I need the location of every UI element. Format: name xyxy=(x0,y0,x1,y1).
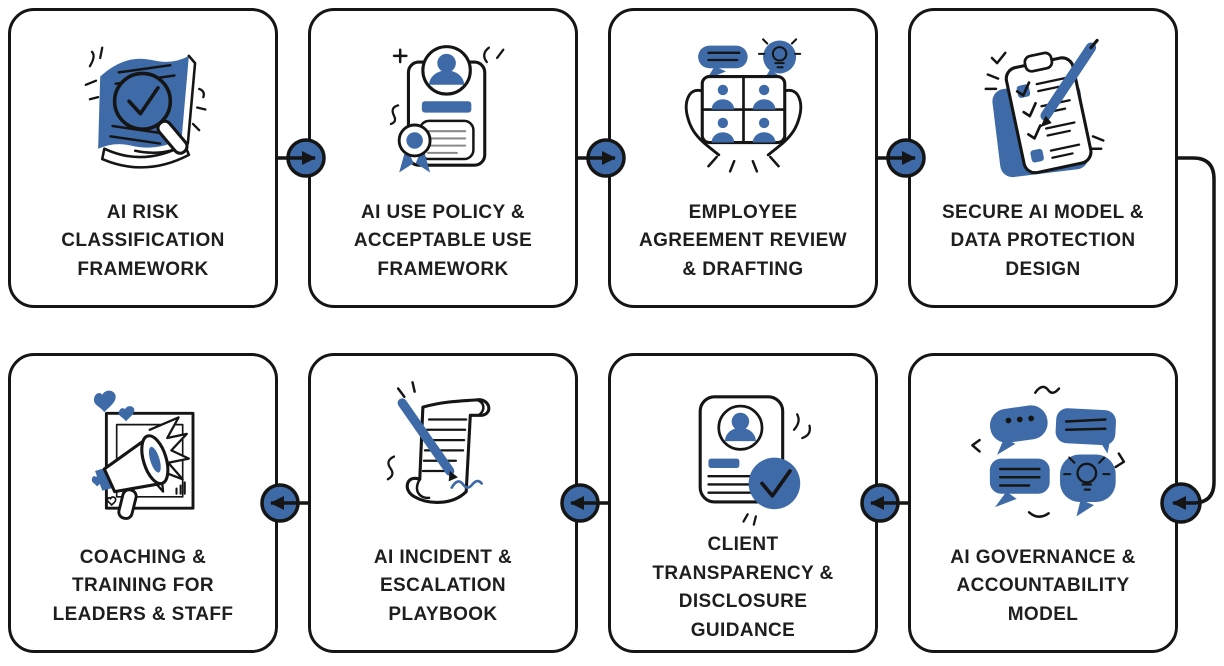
label-wrap: AI INCIDENT & ESCALATION PLAYBOOK xyxy=(321,531,565,642)
card-label: AI GOVERNANCE & ACCOUNTABILITY MODEL xyxy=(950,546,1136,625)
profile-check-icon xyxy=(698,395,811,526)
checklist-pen-icon xyxy=(984,38,1105,178)
book-magnifier-icon xyxy=(84,46,207,169)
icon-box xyxy=(321,376,565,531)
card-ai-governance-accountability-model: AI GOVERNANCE & ACCOUNTABILITY MODEL xyxy=(908,353,1178,653)
card-ai-risk-classification-framework: AI RISK CLASSIFICATION FRAMEWORK xyxy=(8,8,278,308)
video-call-hands-icon xyxy=(684,38,802,173)
icon-box xyxy=(921,31,1165,186)
icon-box xyxy=(921,376,1165,531)
certificate-badge-icon xyxy=(389,45,504,173)
card-label: CLIENT TRANSPARENCY & DISCLOSURE GUIDANC… xyxy=(652,534,834,641)
megaphone-frame-icon xyxy=(91,390,194,520)
label-wrap: AI RISK CLASSIFICATION FRAMEWORK xyxy=(21,186,265,297)
label-wrap: AI GOVERNANCE & ACCOUNTABILITY MODEL xyxy=(921,531,1165,642)
icon-box xyxy=(321,31,565,186)
scroll-signature-icon xyxy=(386,381,490,504)
card-label: AI INCIDENT & ESCALATION PLAYBOOK xyxy=(373,546,513,625)
card-coaching-training-leaders-staff: COACHING & TRAINING FOR LEADERS & STAFF xyxy=(8,353,278,653)
label-wrap: AI USE POLICY & ACCEPTABLE USE FRAMEWORK xyxy=(321,186,565,297)
card-client-transparency-disclosure-guidance: CLIENT TRANSPARENCY & DISCLOSURE GUIDANC… xyxy=(608,353,878,653)
label-wrap: EMPLOYEE AGREEMENT REVIEW & DRAFTING xyxy=(621,186,865,297)
connector-arrow-wrap-down xyxy=(1172,156,1216,510)
label-wrap: COACHING & TRAINING FOR LEADERS & STAFF xyxy=(21,531,265,642)
chat-bubbles-icon xyxy=(970,385,1125,518)
label-wrap: SECURE AI MODEL & DATA PROTECTION DESIGN xyxy=(921,186,1165,297)
card-employee-agreement-review-drafting: EMPLOYEE AGREEMENT REVIEW & DRAFTING xyxy=(608,8,878,308)
card-ai-incident-escalation-playbook: AI INCIDENT & ESCALATION PLAYBOOK xyxy=(308,353,578,653)
card-label: EMPLOYEE AGREEMENT REVIEW & DRAFTING xyxy=(638,201,848,280)
icon-box xyxy=(21,31,265,186)
card-label: AI USE POLICY & ACCEPTABLE USE FRAMEWORK xyxy=(353,201,533,280)
card-secure-ai-model-data-protection-design: SECURE AI MODEL & DATA PROTECTION DESIGN xyxy=(908,8,1178,308)
card-label: AI RISK CLASSIFICATION FRAMEWORK xyxy=(61,201,225,280)
icon-box xyxy=(21,376,265,531)
card-ai-use-policy-acceptable-use-framework: AI USE POLICY & ACCEPTABLE USE FRAMEWORK xyxy=(308,8,578,308)
icon-box xyxy=(621,31,865,186)
label-wrap: CLIENT TRANSPARENCY & DISCLOSURE GUIDANC… xyxy=(621,531,865,645)
icon-box xyxy=(621,376,865,531)
card-label: COACHING & TRAINING FOR LEADERS & STAFF xyxy=(52,546,234,625)
card-label: SECURE AI MODEL & DATA PROTECTION DESIGN xyxy=(941,201,1145,280)
